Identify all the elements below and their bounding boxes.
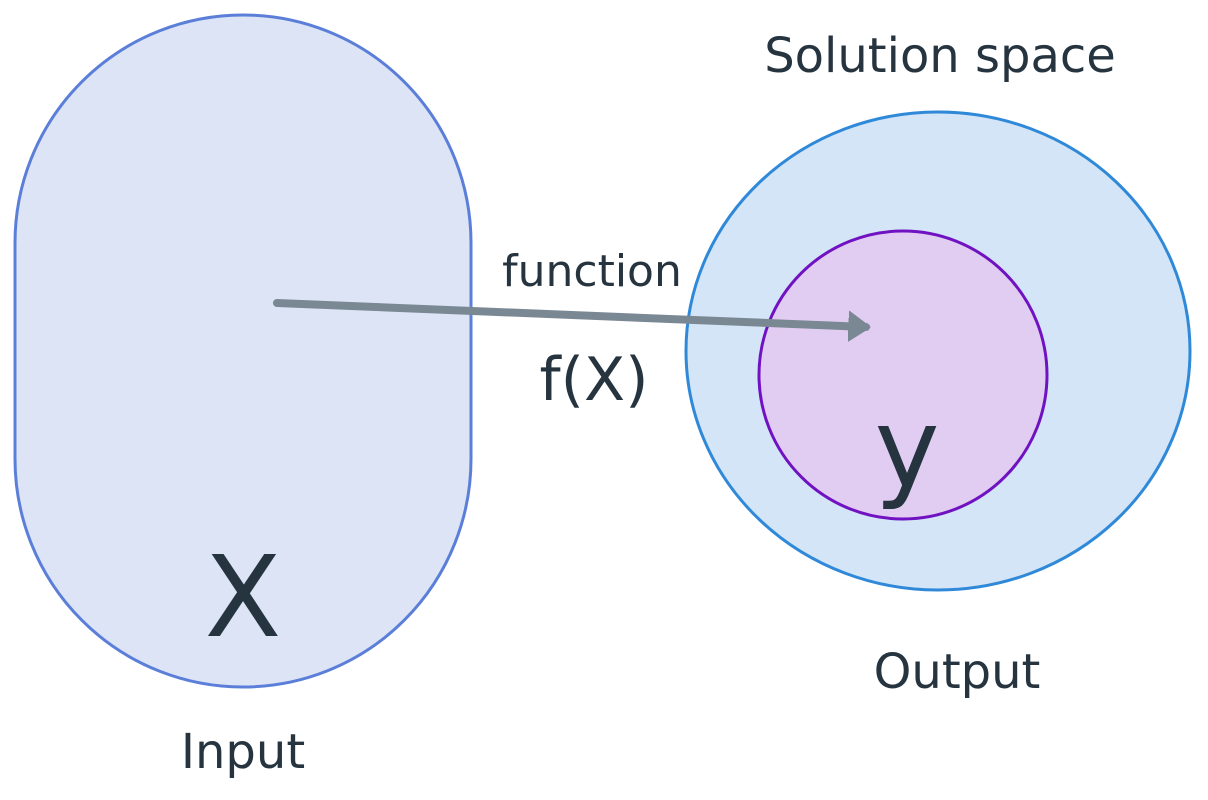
mapping-arrow <box>273 299 866 327</box>
output-label: Output <box>874 644 1041 700</box>
input-symbol: X <box>205 533 282 663</box>
input-label: Input <box>181 724 305 780</box>
output-symbol: y <box>874 384 939 512</box>
function-label: function <box>502 246 682 297</box>
output-set-shape <box>757 229 1049 521</box>
input-domain-shape <box>13 13 473 689</box>
function-expression: f(X) <box>539 345 648 415</box>
solution-space-label: Solution space <box>764 28 1116 84</box>
